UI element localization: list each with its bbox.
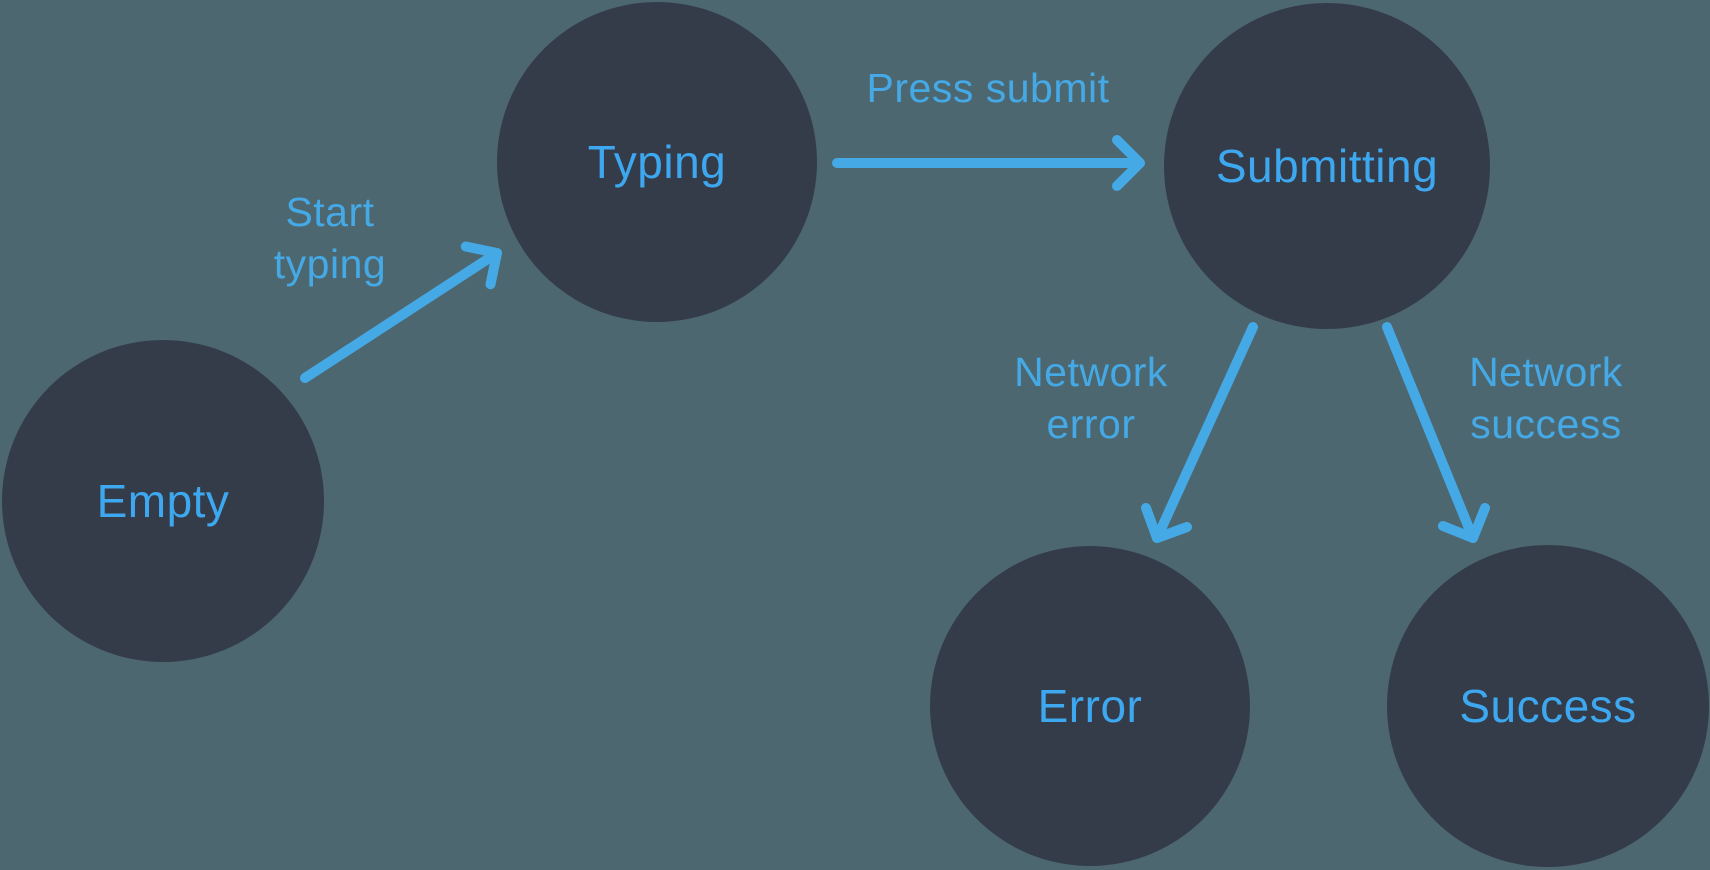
transition-label-press-submit: Press submit [867,62,1110,114]
transition-label-start-typing: Start typing [274,186,386,290]
state-node-error-label: Error [1037,680,1143,732]
transition-label-line: Start [285,189,375,235]
arrow-press-submit [832,135,1145,191]
state-node-success: Success [1387,545,1709,867]
transition-label-line: success [1470,401,1622,447]
transition-label-network-success: Network success [1469,346,1623,450]
transition-label-line: Press submit [866,65,1110,111]
transition-label-network-error: Network error [1014,346,1168,450]
transition-label-line: error [1046,401,1136,447]
state-node-empty: Empty [2,340,324,662]
transition-label-line: Network [1014,349,1168,395]
state-node-empty-label: Empty [96,475,230,527]
state-node-typing: Typing [497,2,817,322]
transition-label-line: typing [273,241,387,287]
state-node-typing-label: Typing [587,136,727,188]
state-node-error: Error [930,546,1250,866]
state-node-success-label: Success [1459,680,1637,732]
state-node-submitting-label: Submitting [1215,140,1439,192]
state-node-submitting: Submitting [1164,3,1490,329]
transition-label-line: Network [1469,349,1623,395]
